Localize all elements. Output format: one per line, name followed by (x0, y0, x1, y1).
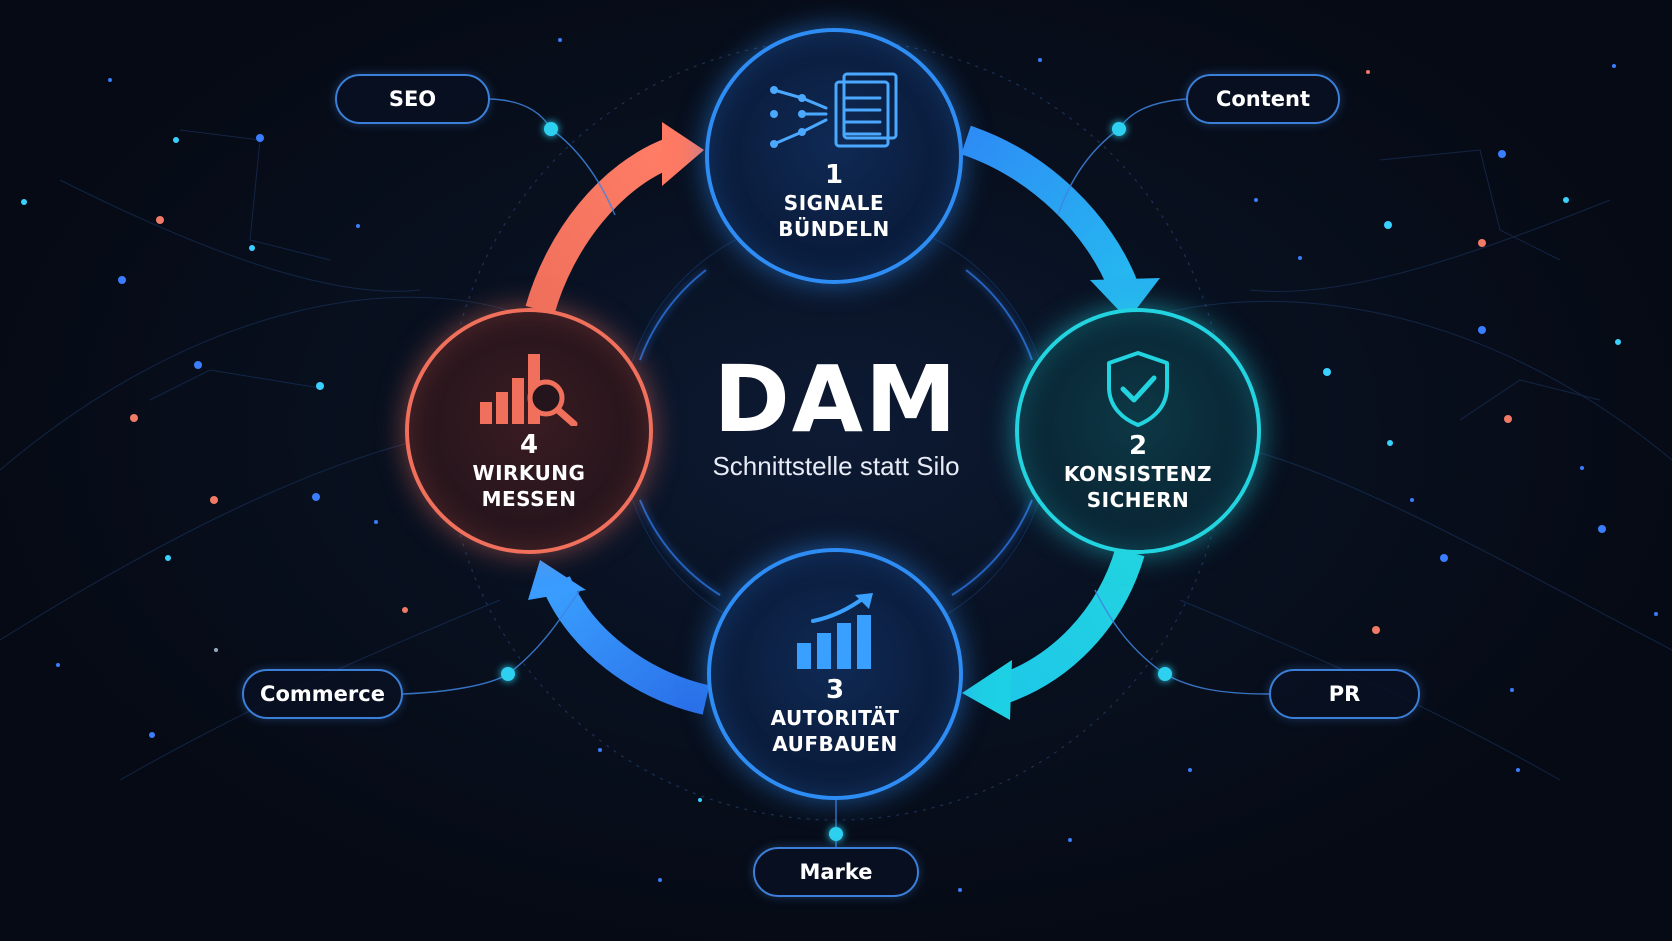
arrow-3-to-4 (542, 575, 710, 715)
step-label-4-line2: MESSEN (481, 487, 577, 511)
growth-chart-icon (797, 593, 873, 669)
channel-tag-marke: Marke (753, 847, 919, 897)
cycle-arrows (525, 122, 1160, 720)
arrow-2-to-3 (994, 547, 1145, 705)
center-subtitle: Schnittstelle statt Silo (712, 451, 960, 481)
center-title: DAM (713, 346, 959, 453)
step-node-1: 1 SIGNALE BÜNDELN (705, 28, 963, 284)
step-node-3: 3 AUTORITÄT AUFBAUEN (707, 548, 963, 800)
channel-tag-pr: PR (1269, 669, 1420, 719)
arrow-1-to-2 (960, 125, 1139, 294)
arrow-1-to-2-head (1090, 278, 1160, 320)
arrow-2-to-3-head (962, 660, 1012, 720)
signal-documents-icon (770, 72, 898, 148)
step-label-3-line1: AUTORITÄT (770, 706, 900, 730)
step-label-2-line2: SICHERN (1086, 488, 1190, 512)
step-number-2: 2 (1128, 431, 1148, 461)
channel-tag-seo: SEO (335, 74, 490, 124)
step-number-3: 3 (825, 675, 845, 705)
step-node-2: 2 KONSISTENZ SICHERN (1015, 308, 1261, 554)
step-label-1-line1: SIGNALE (783, 191, 885, 215)
network-lines (0, 129, 1672, 781)
step-node-4: 4 WIRKUNG MESSEN (405, 308, 653, 554)
step-label-4-line1: WIRKUNG (472, 461, 586, 485)
channel-tag-commerce: Commerce (242, 669, 403, 719)
chart-magnifier-icon (480, 354, 578, 426)
step-label-1-line2: BÜNDELN (778, 217, 890, 241)
shield-check-icon (1107, 351, 1169, 427)
arrow-3-to-4-head (528, 560, 586, 600)
arrow-4-to-1 (525, 137, 678, 315)
arrow-4-to-1-head (662, 122, 704, 186)
star-particles (21, 38, 1658, 892)
step-number-4: 4 (519, 430, 539, 460)
channel-tag-content: Content (1186, 74, 1340, 124)
connector-dots (501, 122, 1172, 841)
step-number-1: 1 (824, 160, 844, 190)
tag-connectors (402, 98, 1270, 847)
step-label-3-line2: AUFBAUEN (772, 732, 898, 756)
step-label-2-line1: KONSISTENZ (1063, 462, 1213, 486)
inner-ring (639, 269, 1033, 596)
